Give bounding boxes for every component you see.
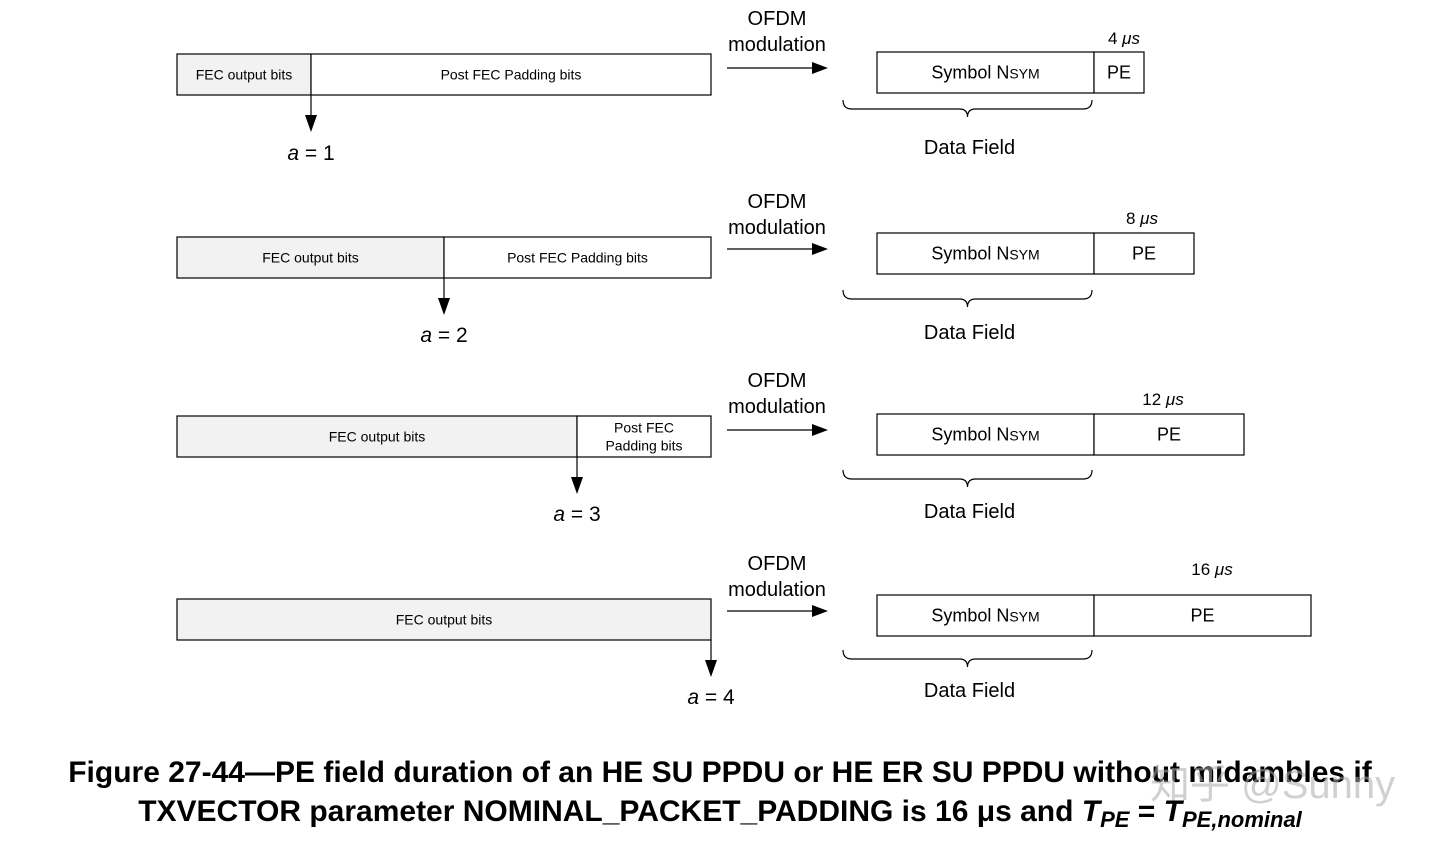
caption-t-pe-nominal: T — [1163, 795, 1182, 828]
a-value: = 1 — [299, 142, 335, 165]
post-fec-padding-label: Padding bits — [605, 438, 682, 454]
symbol-nsym-box — [876, 413, 1095, 456]
a-value: = 2 — [432, 324, 468, 347]
symbol-nsym-label: Symbol NSYM — [931, 606, 1039, 626]
caption-pe-nominal-subscript: PE,nominal — [1182, 807, 1302, 832]
duration-unit: μs — [1214, 560, 1233, 579]
figure-caption-line2: TXVECTOR parameter NOMINAL_PACKET_PADDIN… — [0, 793, 1440, 839]
right-arrow-icon — [812, 605, 828, 617]
duration-value: 4 — [1108, 29, 1122, 48]
post-fec-padding-box — [443, 236, 712, 279]
a-variable: a — [287, 142, 299, 165]
post-fec-padding-box — [576, 415, 712, 458]
diagram-row-3: FEC output bits Post FEC Padding bits a = 3… — [176, 370, 1245, 526]
a-value-label: a = 3 — [553, 503, 600, 526]
figure-caption-line1: Figure 27-44—PE field duration of an HE … — [68, 756, 1372, 789]
duration-unit: μs — [1121, 29, 1140, 48]
symbol-nsym-box — [876, 51, 1095, 94]
data-field-brace — [842, 469, 1093, 488]
data-field-label: Data Field — [924, 137, 1015, 159]
modulation-label: modulation — [728, 579, 826, 601]
post-fec-padding-label: Post FEC Padding bits — [441, 67, 582, 83]
modulation-label: modulation — [728, 217, 826, 239]
down-arrow-icon — [305, 115, 317, 132]
duration-unit: μs — [1139, 209, 1158, 228]
data-field-label: Data Field — [924, 322, 1015, 344]
down-arrow-icon — [438, 298, 450, 315]
caption-t-pe: T — [1081, 795, 1101, 828]
pe-duration-label: 12 μs — [1142, 390, 1184, 409]
a-variable: a — [420, 324, 432, 347]
caption-pe-subscript: PE — [1100, 807, 1130, 832]
fec-output-bits-label: FEC output bits — [262, 250, 359, 266]
diagram-row-4: FEC output bits a = 4 OFDM modulationSymbol… — [176, 553, 1312, 709]
watermark: 知乎 @Sunny — [1150, 763, 1396, 807]
ofdm-label: OFDM — [748, 191, 807, 213]
pe-box — [1093, 51, 1145, 94]
post-fec-padding-label: Post FEC Padding bits — [507, 250, 648, 266]
data-field-brace — [842, 289, 1093, 308]
duration-value: 12 — [1142, 390, 1166, 409]
symbol-text: Symbol N — [931, 244, 1009, 264]
symbol-nsym-box — [876, 594, 1095, 637]
right-arrow-icon — [812, 62, 828, 74]
caption-prefix: TXVECTOR parameter NOMINAL_PACKET_PADDIN… — [138, 795, 1082, 828]
diagram-row-2: FEC output bits Post FEC Padding bits a = … — [176, 191, 1195, 347]
fec-output-bits-label: FEC output bits — [196, 67, 293, 83]
symbol-text: Symbol N — [931, 63, 1009, 83]
fec-output-bits-label: FEC output bits — [396, 612, 493, 628]
a-value: = 4 — [699, 686, 735, 709]
a-value: = 3 — [565, 503, 601, 526]
data-field-brace — [842, 649, 1093, 668]
down-arrow-icon — [705, 660, 717, 677]
pe-label: PE — [1132, 244, 1156, 264]
modulation-label: modulation — [728, 34, 826, 56]
a-value-label: a = 1 — [287, 142, 334, 165]
sym-subscript: SYM — [1009, 609, 1039, 625]
modulation-label: modulation — [728, 396, 826, 418]
caption-equals: = — [1129, 795, 1164, 828]
post-fec-padding-label: Post FEC — [614, 420, 674, 436]
data-field-label: Data Field — [924, 680, 1015, 702]
symbol-text: Symbol N — [931, 425, 1009, 445]
fec-output-bits-box — [176, 415, 578, 458]
symbol-text: Symbol N — [931, 606, 1009, 626]
pe-duration-label: 8 μs — [1126, 209, 1159, 228]
ofdm-label: OFDM — [748, 553, 807, 575]
fec-output-bits-box — [176, 598, 712, 641]
symbol-nsym-label: Symbol NSYM — [931, 63, 1039, 83]
fec-output-bits-box — [176, 53, 312, 96]
pe-box — [1093, 594, 1312, 637]
right-arrow-icon — [812, 424, 828, 436]
duration-value: 16 — [1191, 560, 1215, 579]
a-variable: a — [687, 686, 699, 709]
pe-box — [1093, 232, 1195, 275]
post-fec-padding-box — [310, 53, 712, 96]
duration-value: 8 — [1126, 209, 1140, 228]
pe-label: PE — [1190, 606, 1214, 626]
sym-subscript: SYM — [1009, 247, 1039, 263]
data-field-label: Data Field — [924, 501, 1015, 523]
symbol-nsym-label: Symbol NSYM — [931, 244, 1039, 264]
pe-box — [1093, 413, 1245, 456]
duration-unit: μs — [1165, 390, 1184, 409]
a-variable: a — [553, 503, 565, 526]
pe-duration-label: 16 μs — [1191, 560, 1233, 579]
fec-output-bits-label: FEC output bits — [329, 429, 426, 445]
a-value-label: a = 2 — [420, 324, 467, 347]
down-arrow-icon — [571, 477, 583, 494]
right-arrow-icon — [812, 243, 828, 255]
pe-duration-label: 4 μs — [1108, 29, 1141, 48]
ofdm-label: OFDM — [748, 370, 807, 392]
diagram-row-1: FEC output bits Post FEC Padding bits a = … — [176, 8, 1145, 165]
symbol-nsym-label: Symbol NSYM — [931, 425, 1039, 445]
sym-subscript: SYM — [1009, 66, 1039, 82]
data-field-brace — [842, 99, 1093, 118]
pe-label: PE — [1107, 63, 1131, 83]
ofdm-label: OFDM — [748, 8, 807, 30]
a-value-label: a = 4 — [687, 686, 735, 709]
sym-subscript: SYM — [1009, 428, 1039, 444]
pe-label: PE — [1157, 425, 1181, 445]
